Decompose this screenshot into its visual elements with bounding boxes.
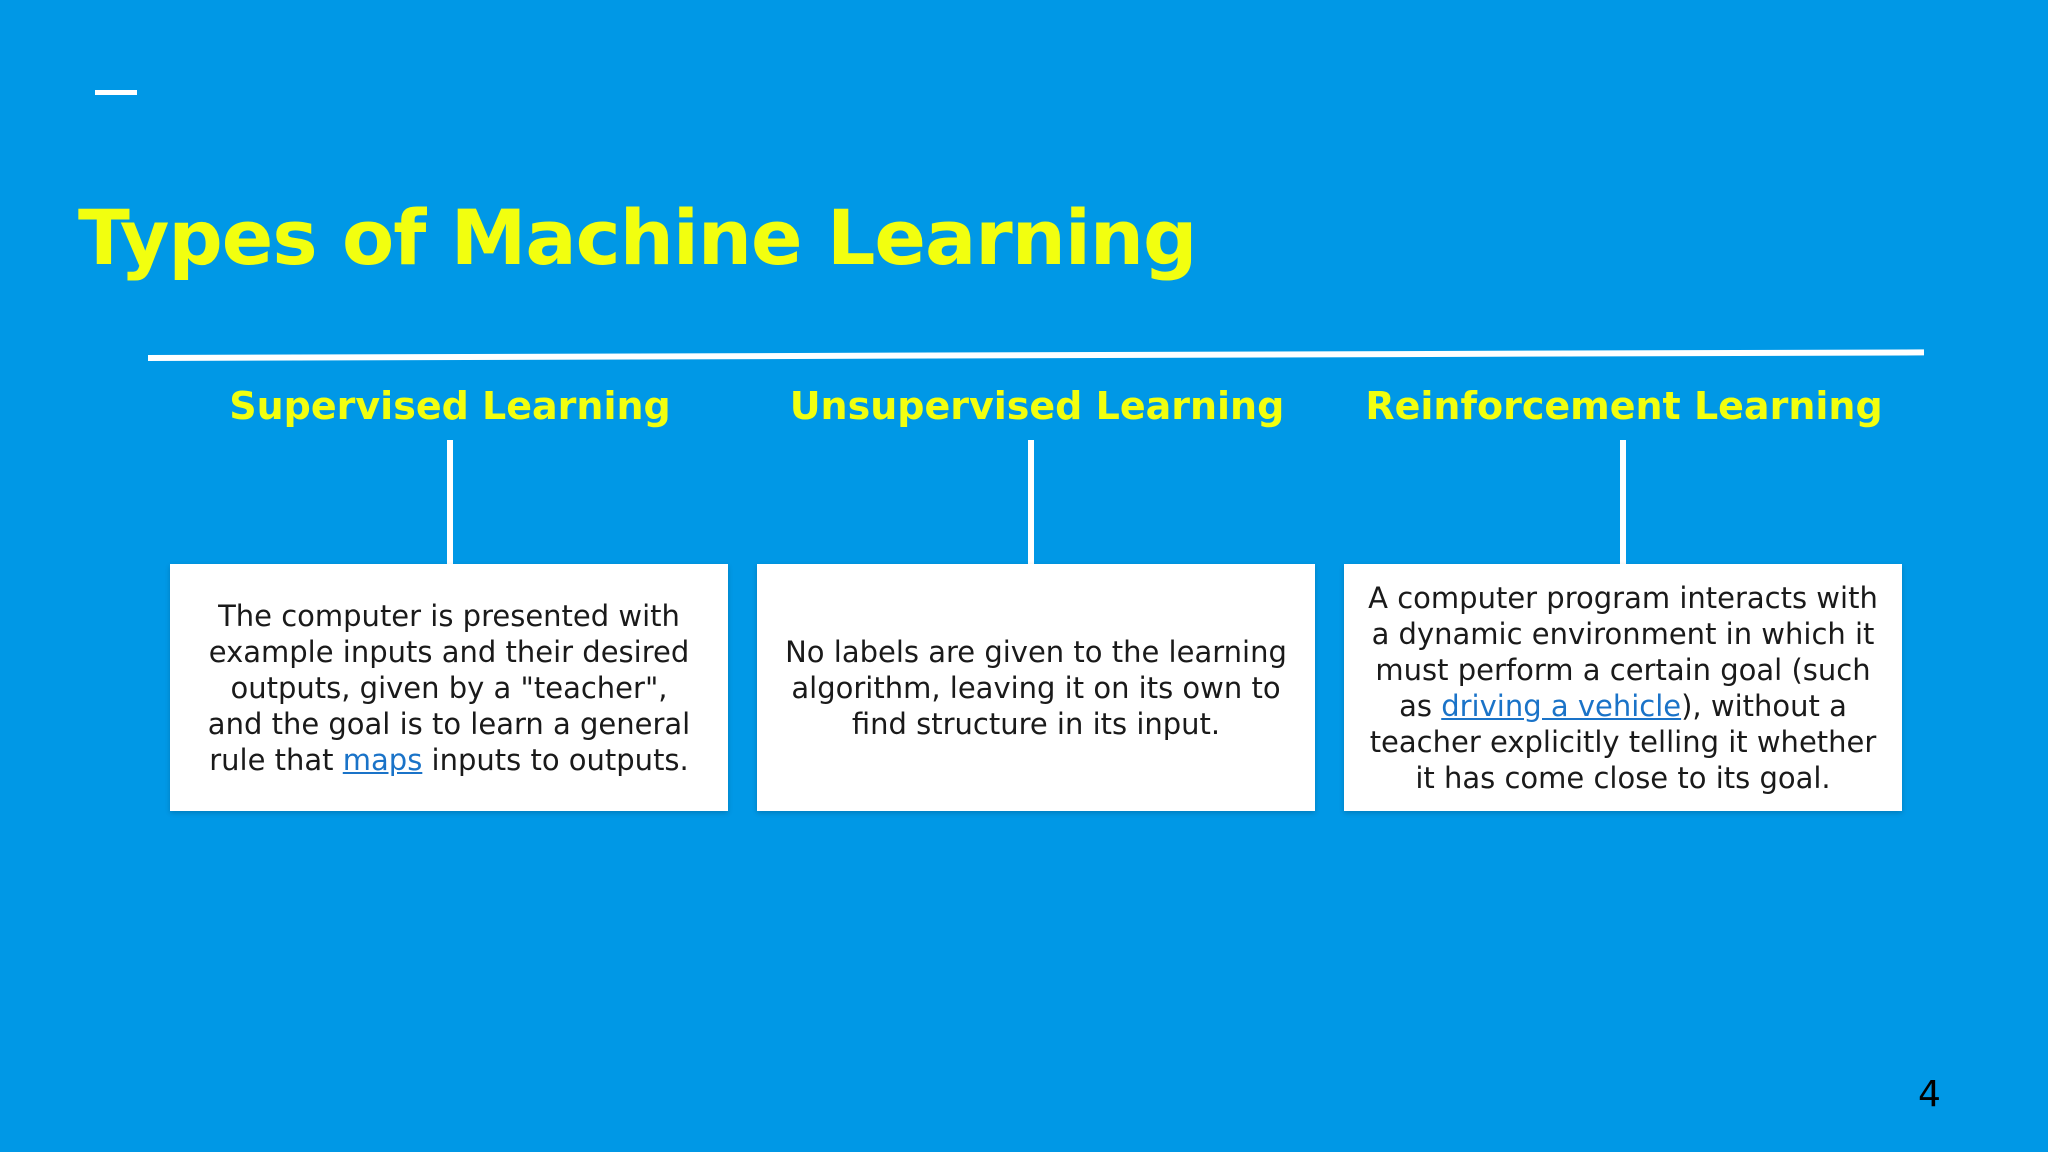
card-text: A computer program interacts with a dyna…	[1368, 580, 1878, 796]
card-text: No labels are given to the learning algo…	[781, 634, 1291, 742]
description-card: The computer is presented with example i…	[170, 564, 728, 811]
accent-dash	[95, 90, 137, 95]
card-text: The computer is presented with example i…	[199, 598, 699, 778]
timeline-line	[147, 349, 1925, 361]
column-reinforcement: Reinforcement Learning A computer progra…	[1344, 370, 1904, 820]
column-unsupervised: Unsupervised Learning No labels are give…	[757, 370, 1317, 820]
card-text-before: A computer program interacts with a dyna…	[1368, 580, 1878, 723]
card-text-before: The computer is presented with example i…	[207, 598, 691, 777]
description-card: A computer program interacts with a dyna…	[1344, 564, 1902, 811]
connector-line	[1620, 440, 1626, 564]
card-text-after: inputs to outputs.	[422, 742, 689, 777]
card-text-before: No labels are given to the learning algo…	[785, 634, 1287, 741]
maps-link[interactable]: maps	[342, 742, 423, 777]
page-number: 4	[1918, 1074, 1941, 1115]
column-supervised: Supervised Learning The computer is pres…	[170, 370, 730, 820]
column-title: Unsupervised Learning	[789, 384, 1285, 428]
card-text-after: ), without a teacher explicitly telling …	[1369, 688, 1877, 795]
connector-line	[1028, 440, 1034, 564]
column-title: Reinforcement Learning	[1365, 384, 1883, 428]
description-card: No labels are given to the learning algo…	[757, 564, 1315, 811]
driving-a-vehicle-link[interactable]: driving a vehicle	[1441, 688, 1682, 723]
slide-title: Types of Machine Learning	[78, 193, 1197, 282]
column-title: Supervised Learning	[229, 384, 671, 428]
connector-line	[447, 440, 453, 564]
